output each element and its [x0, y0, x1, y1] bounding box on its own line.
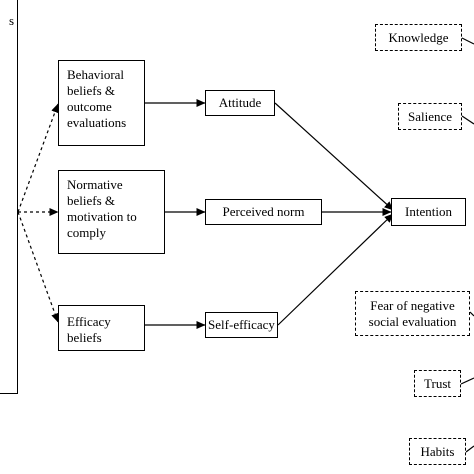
attitude-label: Attitude — [218, 95, 262, 110]
perceived-norm-box: Perceived norm — [205, 199, 322, 225]
dashed-arrow-to-efficacy — [17, 211, 59, 323]
self-efficacy-box: Self-efficacy — [205, 312, 278, 338]
knowledge-label: Knowledge — [388, 29, 449, 45]
normative-beliefs-box: Normative beliefs & motivation to comply — [58, 170, 165, 254]
efficacy-beliefs-label: Efficacy beliefs — [67, 314, 111, 345]
perceived-norm-label: Perceived norm — [222, 204, 305, 219]
efficacy-beliefs-box: Efficacy beliefs — [58, 305, 145, 351]
dashed-arrow-to-behavioral — [17, 103, 59, 213]
salience-label: Salience — [407, 108, 453, 124]
normative-beliefs-label: Normative beliefs & motivation to comply — [67, 177, 137, 240]
connector-knowledge — [461, 37, 474, 45]
left-source-box-text: s — [8, 13, 14, 28]
behavioral-beliefs-box: Behavioral beliefs & outcome evaluations — [58, 60, 145, 146]
connector-trust — [460, 377, 474, 385]
behavioral-beliefs-label: Behavioral beliefs & outcome evaluations — [67, 67, 127, 130]
salience-box: Salience — [398, 103, 462, 130]
habits-box: Habits — [409, 438, 466, 465]
intention-box: Intention — [391, 198, 466, 226]
knowledge-box: Knowledge — [375, 24, 462, 51]
attitude-box: Attitude — [205, 90, 275, 116]
fear-of-negative-evaluation-label: Fear of negative social evaluation — [368, 297, 457, 329]
trust-box: Trust — [414, 370, 461, 397]
connector-habits — [465, 445, 474, 453]
connector-fear — [469, 311, 474, 317]
habits-label: Habits — [420, 443, 455, 459]
left-source-box: s — [0, 0, 18, 394]
intention-label: Intention — [405, 204, 452, 219]
arrow-attitude-to-intention — [274, 102, 394, 211]
trust-label: Trust — [424, 375, 451, 391]
arrow-selfefficacy-to-intention — [277, 213, 394, 326]
self-efficacy-label: Self-efficacy — [208, 317, 275, 332]
connector-salience — [461, 115, 474, 125]
fear-of-negative-evaluation-box: Fear of negative social evaluation — [355, 291, 470, 336]
